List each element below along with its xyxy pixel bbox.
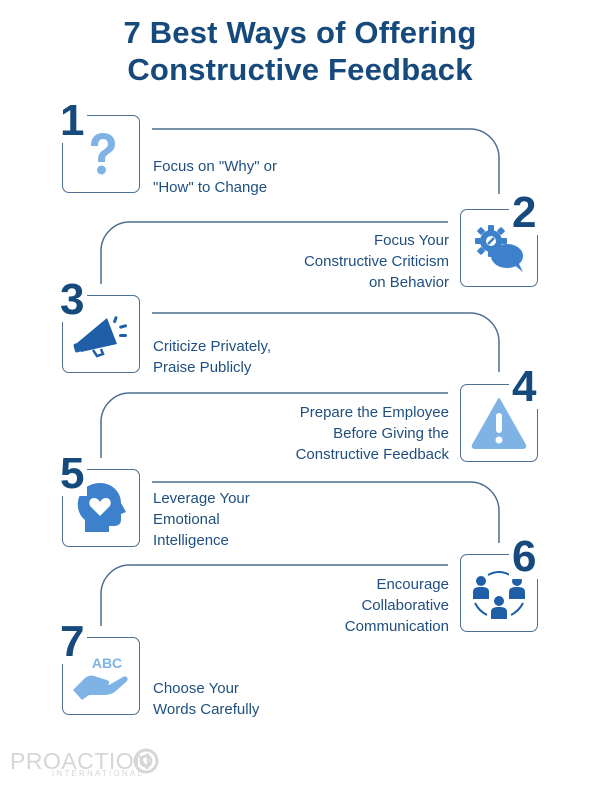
team-circle-icon [473,571,525,619]
step-5-label: Leverage Your Emotional Intelligence [153,490,250,549]
head-heart-icon [77,483,126,532]
step-4-label: Prepare the Employee Before Giving the C… [295,404,449,463]
step-3-number: 3 [57,278,88,322]
hand-abc-icon: ABC [73,655,128,700]
step-1-number: 1 [57,99,88,143]
step-2-icon-box [460,209,538,287]
step-3-label: Criticize Privately, Praise Publicly [153,338,272,376]
step-5-number: 5 [57,452,88,496]
step-5-icon-box [62,469,140,547]
gear-speech-bubble-icon [475,225,523,272]
step-4-number: 4 [509,365,540,409]
title-line-1: 7 Best Ways of Offering [123,15,477,50]
step-7-icon-box: ABC [62,637,140,715]
step-7-label: Choose Your Words Carefully [153,680,260,718]
svg-text:ABC: ABC [92,655,122,671]
title-line-2: Constructive Feedback [127,52,473,87]
megaphone-icon [73,316,128,358]
step-7-number: 7 [57,620,88,664]
warning-triangle-icon [471,398,527,449]
step-1-label: Focus on "Why" or "How" to Change [153,158,278,196]
question-mark-icon [91,133,115,175]
step-3-icon-box [62,295,140,373]
step-2-label: Focus Your Constructive Criticism on Beh… [303,232,449,291]
logo-subtext: INTERNATIONAL [52,769,145,778]
step-6-label: Encourage Collaborative Communication [344,576,449,635]
page-title: 7 Best Ways of Offering Constructive Fee… [0,14,600,88]
step-6-number: 6 [509,535,540,579]
step-4-icon-box [460,384,538,462]
step-2-number: 2 [509,191,540,235]
logo-swirl-icon [133,748,159,774]
logo-text: PROACTION [10,748,152,774]
